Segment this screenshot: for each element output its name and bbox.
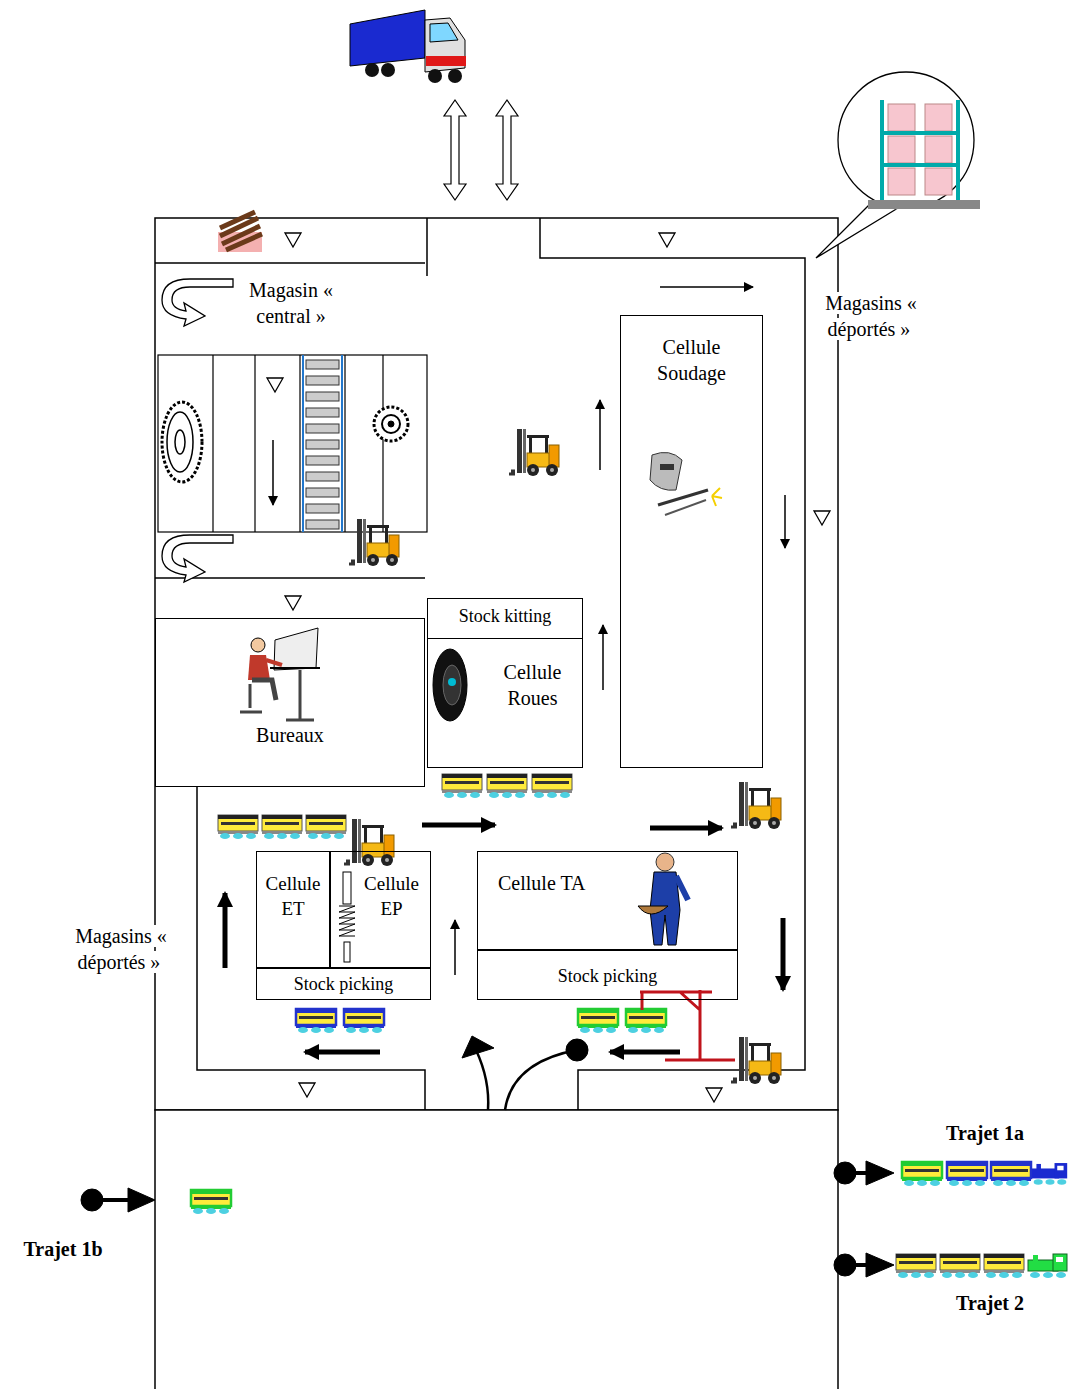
- text-label: Trajet 1b: [21, 1238, 104, 1260]
- area-box: Cellule Soudage: [620, 315, 763, 768]
- text-label: Trajet 2: [954, 1292, 1026, 1314]
- crane: [640, 990, 735, 1060]
- area-label: Stock kitting: [459, 605, 552, 628]
- area-box: Stock picking: [256, 968, 431, 1000]
- tyre-icons: [162, 402, 467, 721]
- text-label: Trajet 1a: [930, 1120, 1040, 1146]
- text-label: Trajet 1b: [8, 1236, 118, 1262]
- conveyor-roller: [306, 472, 339, 481]
- conveyor-roller: [306, 424, 339, 433]
- conveyor-roller: [306, 360, 339, 369]
- area-box: Stock kitting: [428, 599, 582, 639]
- conveyor-roller: [306, 440, 339, 449]
- area-label: Stock picking: [294, 973, 394, 996]
- area-box: Stock picking: [477, 950, 738, 1000]
- conveyor-roller: [306, 408, 339, 417]
- area-box: Bureaux: [155, 618, 425, 787]
- worker-figure: [638, 853, 688, 945]
- area-label: Cellule EP: [354, 872, 429, 921]
- flow-arrows: [225, 287, 785, 1052]
- area-box: Cellule TA: [477, 851, 738, 950]
- area-label: Magasin « central »: [231, 277, 351, 329]
- area-box: Magasin « central »: [155, 263, 427, 355]
- area-box: Cellule ET: [256, 851, 330, 968]
- storage-racks: [158, 355, 427, 532]
- rack-callout: [816, 72, 980, 258]
- text-label: Trajet 1a: [944, 1122, 1026, 1144]
- text-label: Trajet 2: [935, 1290, 1045, 1316]
- conveyor-roller: [306, 392, 339, 401]
- area-label: Cellule Roues: [488, 659, 578, 711]
- shock-absorber: [339, 872, 355, 962]
- area-label: Cellule ET: [257, 872, 329, 921]
- conveyor-rollers: [306, 360, 339, 529]
- text-label: Magasins « déportés »: [50, 923, 190, 975]
- conveyor-roller: [306, 504, 339, 513]
- area-label: Cellule Soudage: [632, 334, 752, 386]
- double-arrows: [444, 100, 518, 200]
- area-box: Cellule EP: [330, 851, 431, 968]
- conveyor-roller: [306, 376, 339, 385]
- aisle-markers: [267, 233, 830, 1102]
- building-walls: [155, 218, 838, 1389]
- u-turn-arrows: [162, 279, 233, 582]
- area-label: Cellule TA: [498, 870, 585, 896]
- text-label: Magasins « déportés »: [73, 925, 167, 973]
- conveyor-roller: [306, 520, 339, 529]
- conveyor-roller: [306, 488, 339, 497]
- area-label: Stock picking: [558, 965, 658, 988]
- text-label: Magasins « déportés »: [800, 290, 940, 342]
- truck: [350, 10, 466, 83]
- conveyor-roller: [306, 456, 339, 465]
- area-label: Bureaux: [256, 722, 324, 748]
- office-worker: [240, 628, 320, 720]
- forklifts: [344, 429, 781, 1084]
- tugger-trains: [191, 774, 1067, 1278]
- pallet-icon: [218, 212, 262, 252]
- text-label: Magasins « déportés »: [823, 292, 917, 340]
- welding-icon: [650, 452, 722, 515]
- area-box: Cellule Roues Stock kitting: [427, 598, 583, 768]
- route-arrows: [81, 1036, 894, 1277]
